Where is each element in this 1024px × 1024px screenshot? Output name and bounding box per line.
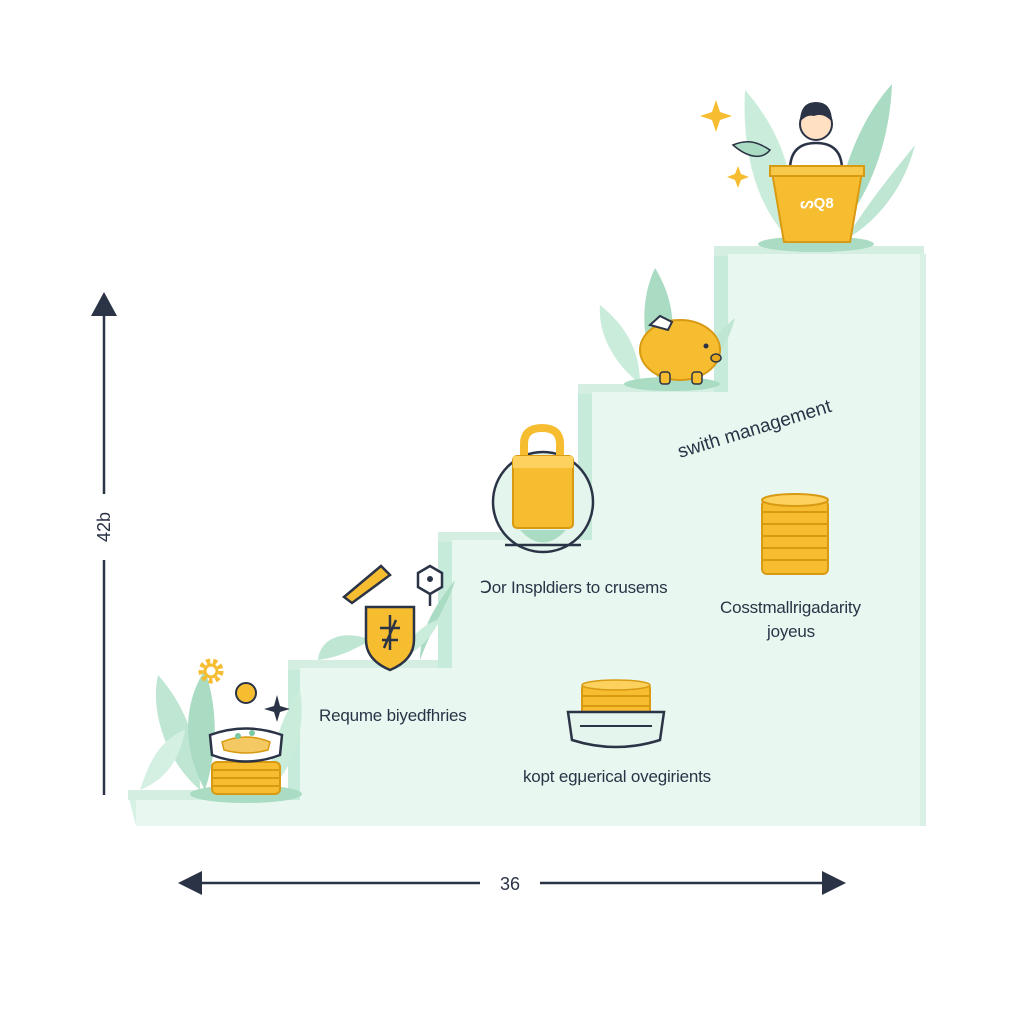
horizontal-axis: 36 <box>178 871 846 895</box>
up-arrow-icon <box>91 292 117 316</box>
shield-icon <box>318 564 455 672</box>
step-label-4-line1: Cosstmallrigadarity <box>720 598 861 617</box>
sparkle-icon <box>264 695 290 722</box>
right-arrow-icon <box>822 871 846 895</box>
coin-icon <box>235 682 257 704</box>
sparkle-icon <box>700 100 732 132</box>
coin-stack-icon <box>761 493 829 575</box>
coin-stack-bowl-icon <box>140 658 302 803</box>
step-label-2: Ↄor Inspldiers to crusems <box>480 578 668 597</box>
horizontal-axis-label: 36 <box>500 874 520 894</box>
gear-icon <box>198 658 224 684</box>
box-mark: ᔕQ8 <box>800 195 833 212</box>
padlock-icon <box>491 423 595 554</box>
left-arrow-icon <box>178 871 202 895</box>
step-label-1: Requme biyedfhries <box>319 706 467 725</box>
coin-tray-icon <box>566 679 666 749</box>
step-label-3: kopt egμerical ovegirients <box>523 767 711 786</box>
person-in-box-icon: ᔕQ8 <box>700 84 915 252</box>
sparkle-icon <box>727 166 749 188</box>
step-label-4-line2: joyeus <box>767 622 815 641</box>
piggy-bank-icon <box>599 268 735 391</box>
vertical-axis-label: 42b <box>94 512 114 542</box>
vertical-axis: 42b <box>91 292 117 795</box>
